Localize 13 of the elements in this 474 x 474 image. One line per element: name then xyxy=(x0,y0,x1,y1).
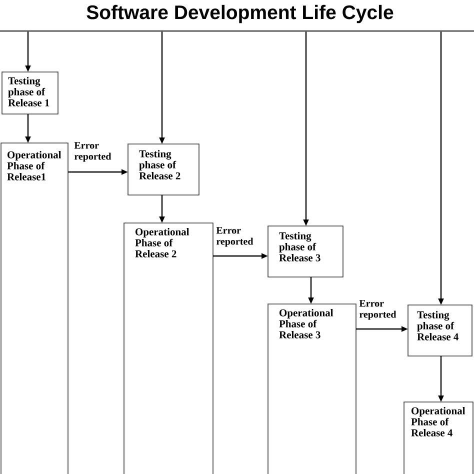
process-box: Testing phase of Release 2 xyxy=(128,144,200,196)
process-box: Operational Phase of Release1 xyxy=(0,142,68,474)
edge-label: Error reported xyxy=(215,226,262,248)
edge-label: Error reported xyxy=(73,141,120,163)
title: Software Development Life Cycle xyxy=(86,4,394,24)
process-box: Testing phase of Release 4 xyxy=(408,304,472,356)
process-box: Operational Phase of Release 2 xyxy=(124,222,214,474)
horizontal-line xyxy=(0,30,474,32)
process-box: Testing phase of Release 1 xyxy=(2,72,58,114)
process-box: Testing phase of Release 3 xyxy=(268,226,344,278)
process-box: Operational Phase of Release 3 xyxy=(268,304,356,474)
process-box: Operational Phase of Release 4 xyxy=(404,402,474,474)
edge-label: Error reported xyxy=(358,299,404,321)
